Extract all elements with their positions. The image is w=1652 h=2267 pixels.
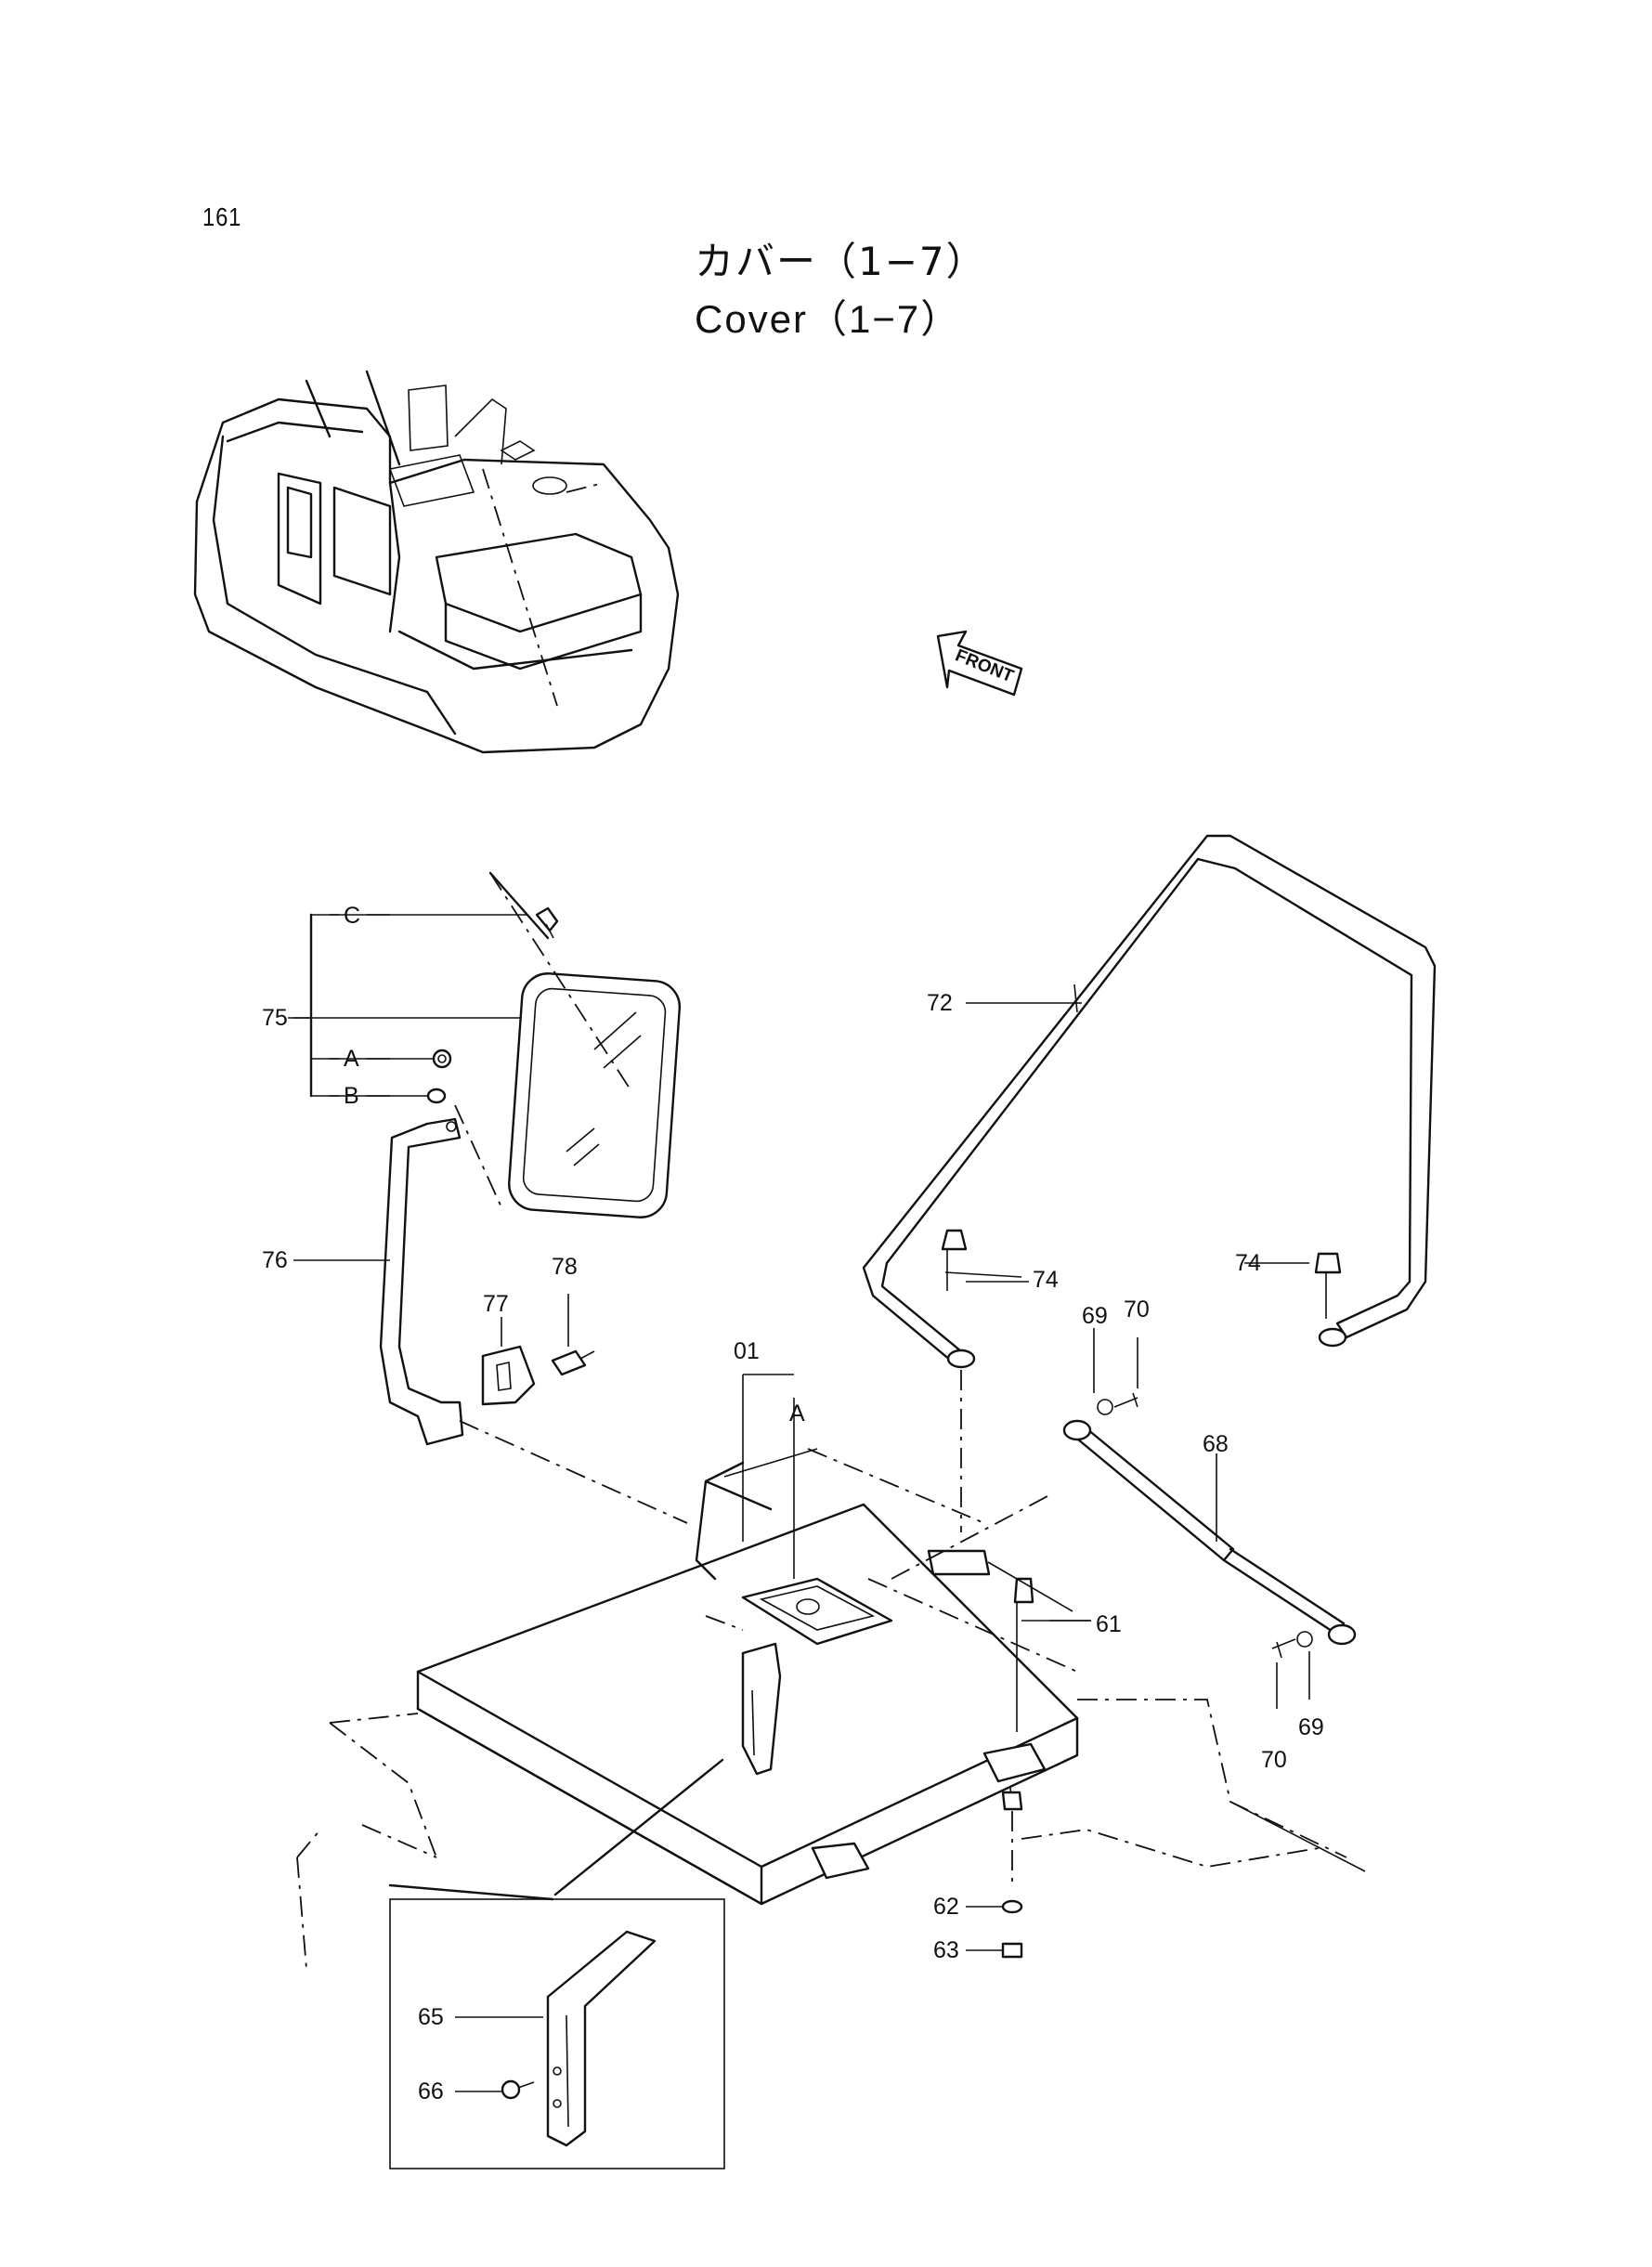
callout-68: 68 bbox=[1203, 1431, 1229, 1457]
callout-75-C: C bbox=[344, 903, 360, 929]
callout-63: 63 bbox=[933, 1937, 959, 1963]
callout-77: 77 bbox=[483, 1291, 509, 1317]
title-english: Cover（1−7） bbox=[695, 297, 962, 341]
callout-72: 72 bbox=[927, 990, 953, 1016]
callout-75-A: A bbox=[344, 1046, 359, 1072]
cover-panel bbox=[416, 1374, 1091, 1906]
callout-70-top: 70 bbox=[1124, 1296, 1150, 1322]
page-number: 161 bbox=[202, 202, 242, 231]
callout-69-bottom: 69 bbox=[1298, 1714, 1324, 1740]
callout-61: 61 bbox=[1096, 1611, 1122, 1637]
callout-A-main: A bbox=[789, 1401, 805, 1427]
mounting-hardware bbox=[966, 1791, 1023, 1959]
front-direction-arrow: FRONT bbox=[936, 630, 1023, 697]
mirror-stay-and-bracket bbox=[379, 1117, 688, 1524]
front-arrow-label: FRONT bbox=[953, 645, 1017, 686]
callout-69-top: 69 bbox=[1082, 1303, 1108, 1329]
callout-65: 65 bbox=[418, 2004, 444, 2030]
handrail-assembly bbox=[862, 834, 1437, 1532]
gas-spring-assembly bbox=[1062, 1328, 1357, 1709]
callout-78: 78 bbox=[552, 1254, 578, 1280]
callout-labels: 01 A 61 62 63 65 66 68 69 69 70 70 72 74… bbox=[262, 903, 1324, 2104]
callout-70-bottom: 70 bbox=[1261, 1747, 1287, 1773]
machine-body-outline bbox=[296, 1448, 1366, 1970]
callout-leader-lines bbox=[293, 914, 1091, 1622]
callout-74-right: 74 bbox=[1235, 1250, 1261, 1276]
callout-75-B: B bbox=[344, 1083, 359, 1109]
callout-74-left: 74 bbox=[1033, 1267, 1059, 1293]
callout-76: 76 bbox=[262, 1247, 288, 1273]
callout-01: 01 bbox=[734, 1338, 760, 1364]
callout-66: 66 bbox=[418, 2078, 444, 2104]
excavator-overview-illustration bbox=[193, 370, 680, 754]
title-japanese: カバー（1−7） bbox=[695, 239, 987, 284]
callout-62: 62 bbox=[933, 1894, 959, 1920]
callout-75: 75 bbox=[262, 1005, 288, 1031]
detail-inset-box bbox=[388, 1758, 725, 2169]
